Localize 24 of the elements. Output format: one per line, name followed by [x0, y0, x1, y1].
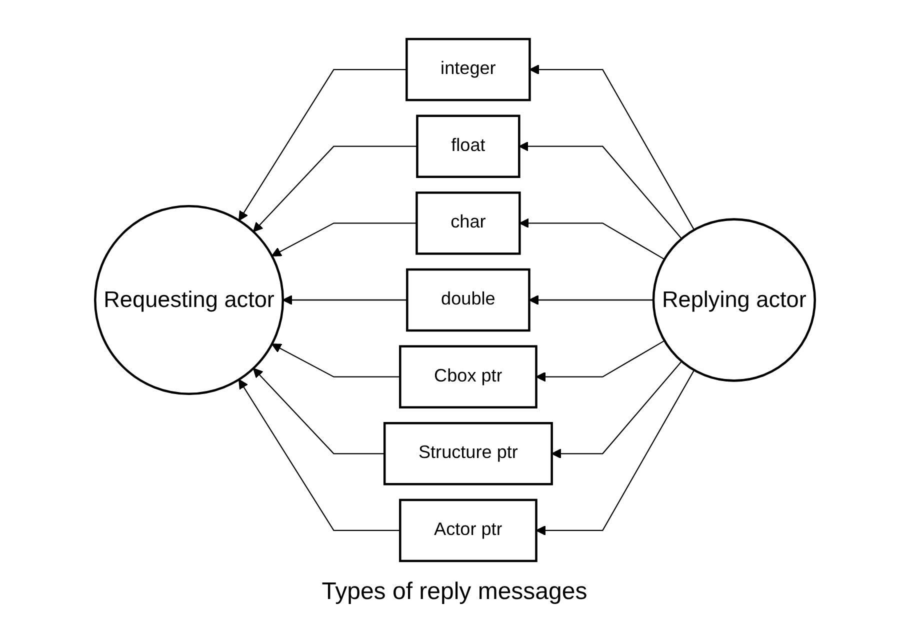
arrow: [271, 344, 400, 378]
node-box: integer: [405, 38, 530, 102]
arrow: [535, 340, 664, 382]
arrow: [238, 68, 406, 221]
node-box: float: [416, 114, 520, 178]
node-box: Cbox ptr: [398, 345, 537, 408]
arrow: [518, 218, 664, 260]
caption: Types of reply messages: [322, 578, 588, 606]
arrow: [528, 64, 694, 230]
node-box: Actor ptr: [398, 498, 537, 562]
arrow: [550, 360, 682, 459]
arrow: [518, 141, 682, 240]
node-box: double: [406, 268, 530, 332]
arrow: [271, 222, 416, 256]
arrow: [238, 379, 400, 532]
arrow: [282, 295, 407, 305]
arrow: [535, 370, 694, 536]
arrow: [252, 368, 384, 454]
node-box: char: [415, 192, 520, 255]
node-box: Structure ptr: [382, 422, 552, 486]
arrow: [252, 146, 417, 232]
arrow: [528, 295, 653, 305]
node-circle: Requesting actor: [94, 205, 284, 395]
node-circle: Replying actor: [652, 218, 816, 382]
